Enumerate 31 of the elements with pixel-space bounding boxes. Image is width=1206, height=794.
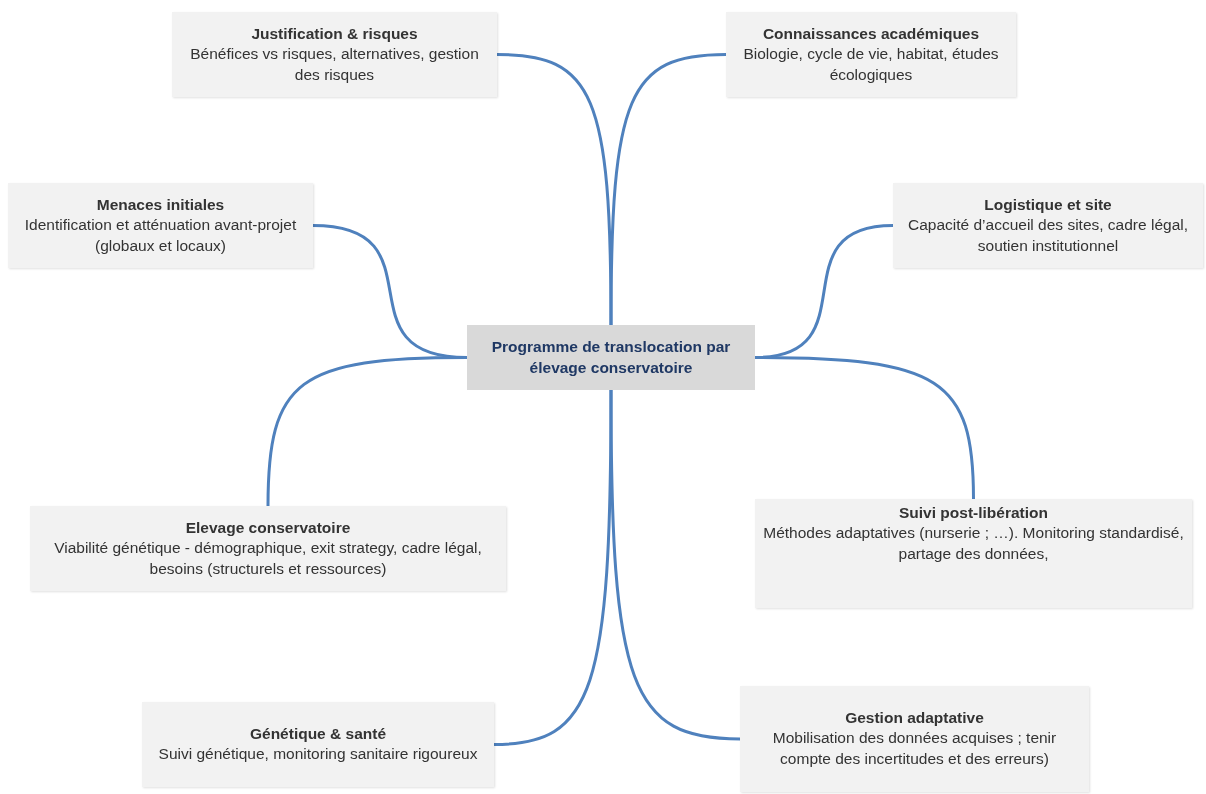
connector-curve: [266, 356, 467, 507]
topic-description: Biologie, cycle de vie, habitat, études écologiques: [742, 43, 1000, 85]
connector-curve: [755, 356, 975, 500]
topic-description: Bénéfices vs risques, alternatives, gestion des risques: [189, 43, 480, 85]
connector-curve: [493, 390, 613, 746]
topic-description: Suivi génétique, monitoring sanitaire rigoureux: [158, 744, 478, 765]
connector-curve: [609, 390, 741, 741]
topic-box: [8, 183, 313, 268]
topic-description: Capacité d’accueil des sites, cadre légal, soutien institutionnel: [907, 214, 1189, 256]
topic-description: Méthodes adaptatives (nurserie ; …). Monitoring standardisé, partage des données,: [762, 523, 1185, 565]
topic-heading: Génétique & santé: [249, 723, 387, 744]
topic-heading: Connaissances académiques: [762, 23, 980, 44]
topic-heading: Menaces initiales: [96, 194, 225, 215]
central-topic-title: Programme de translocation par élevage conservatoire: [490, 337, 732, 378]
topic-box: [893, 183, 1203, 268]
topic-description: Viabilité génétique - démographique, exit strategy, cadre légal, besoins (structurels et ressources): [53, 537, 483, 579]
topic-box: [30, 506, 506, 591]
topic-box: [726, 12, 1016, 97]
topic-description: Identification et atténuation avant-projet (globaux et locaux): [23, 214, 298, 256]
topic-box: [172, 12, 497, 97]
topic-heading: Elevage conservatoire: [185, 517, 351, 538]
topic-heading: Gestion adaptative: [845, 708, 984, 728]
topic-heading: Suivi post-libération: [899, 503, 1048, 523]
topic-box: [740, 686, 1089, 792]
topic-heading: Logistique et site: [984, 194, 1112, 215]
central-topic-box: [467, 325, 755, 390]
topic-box: [142, 702, 494, 787]
topic-box: [755, 499, 1192, 608]
topic-heading: Justification & risques: [251, 23, 418, 44]
topic-description: Mobilisation des données acquises ; tenir compte des incertitudes et des erreurs): [771, 728, 1058, 770]
connector-curve: [609, 53, 727, 325]
